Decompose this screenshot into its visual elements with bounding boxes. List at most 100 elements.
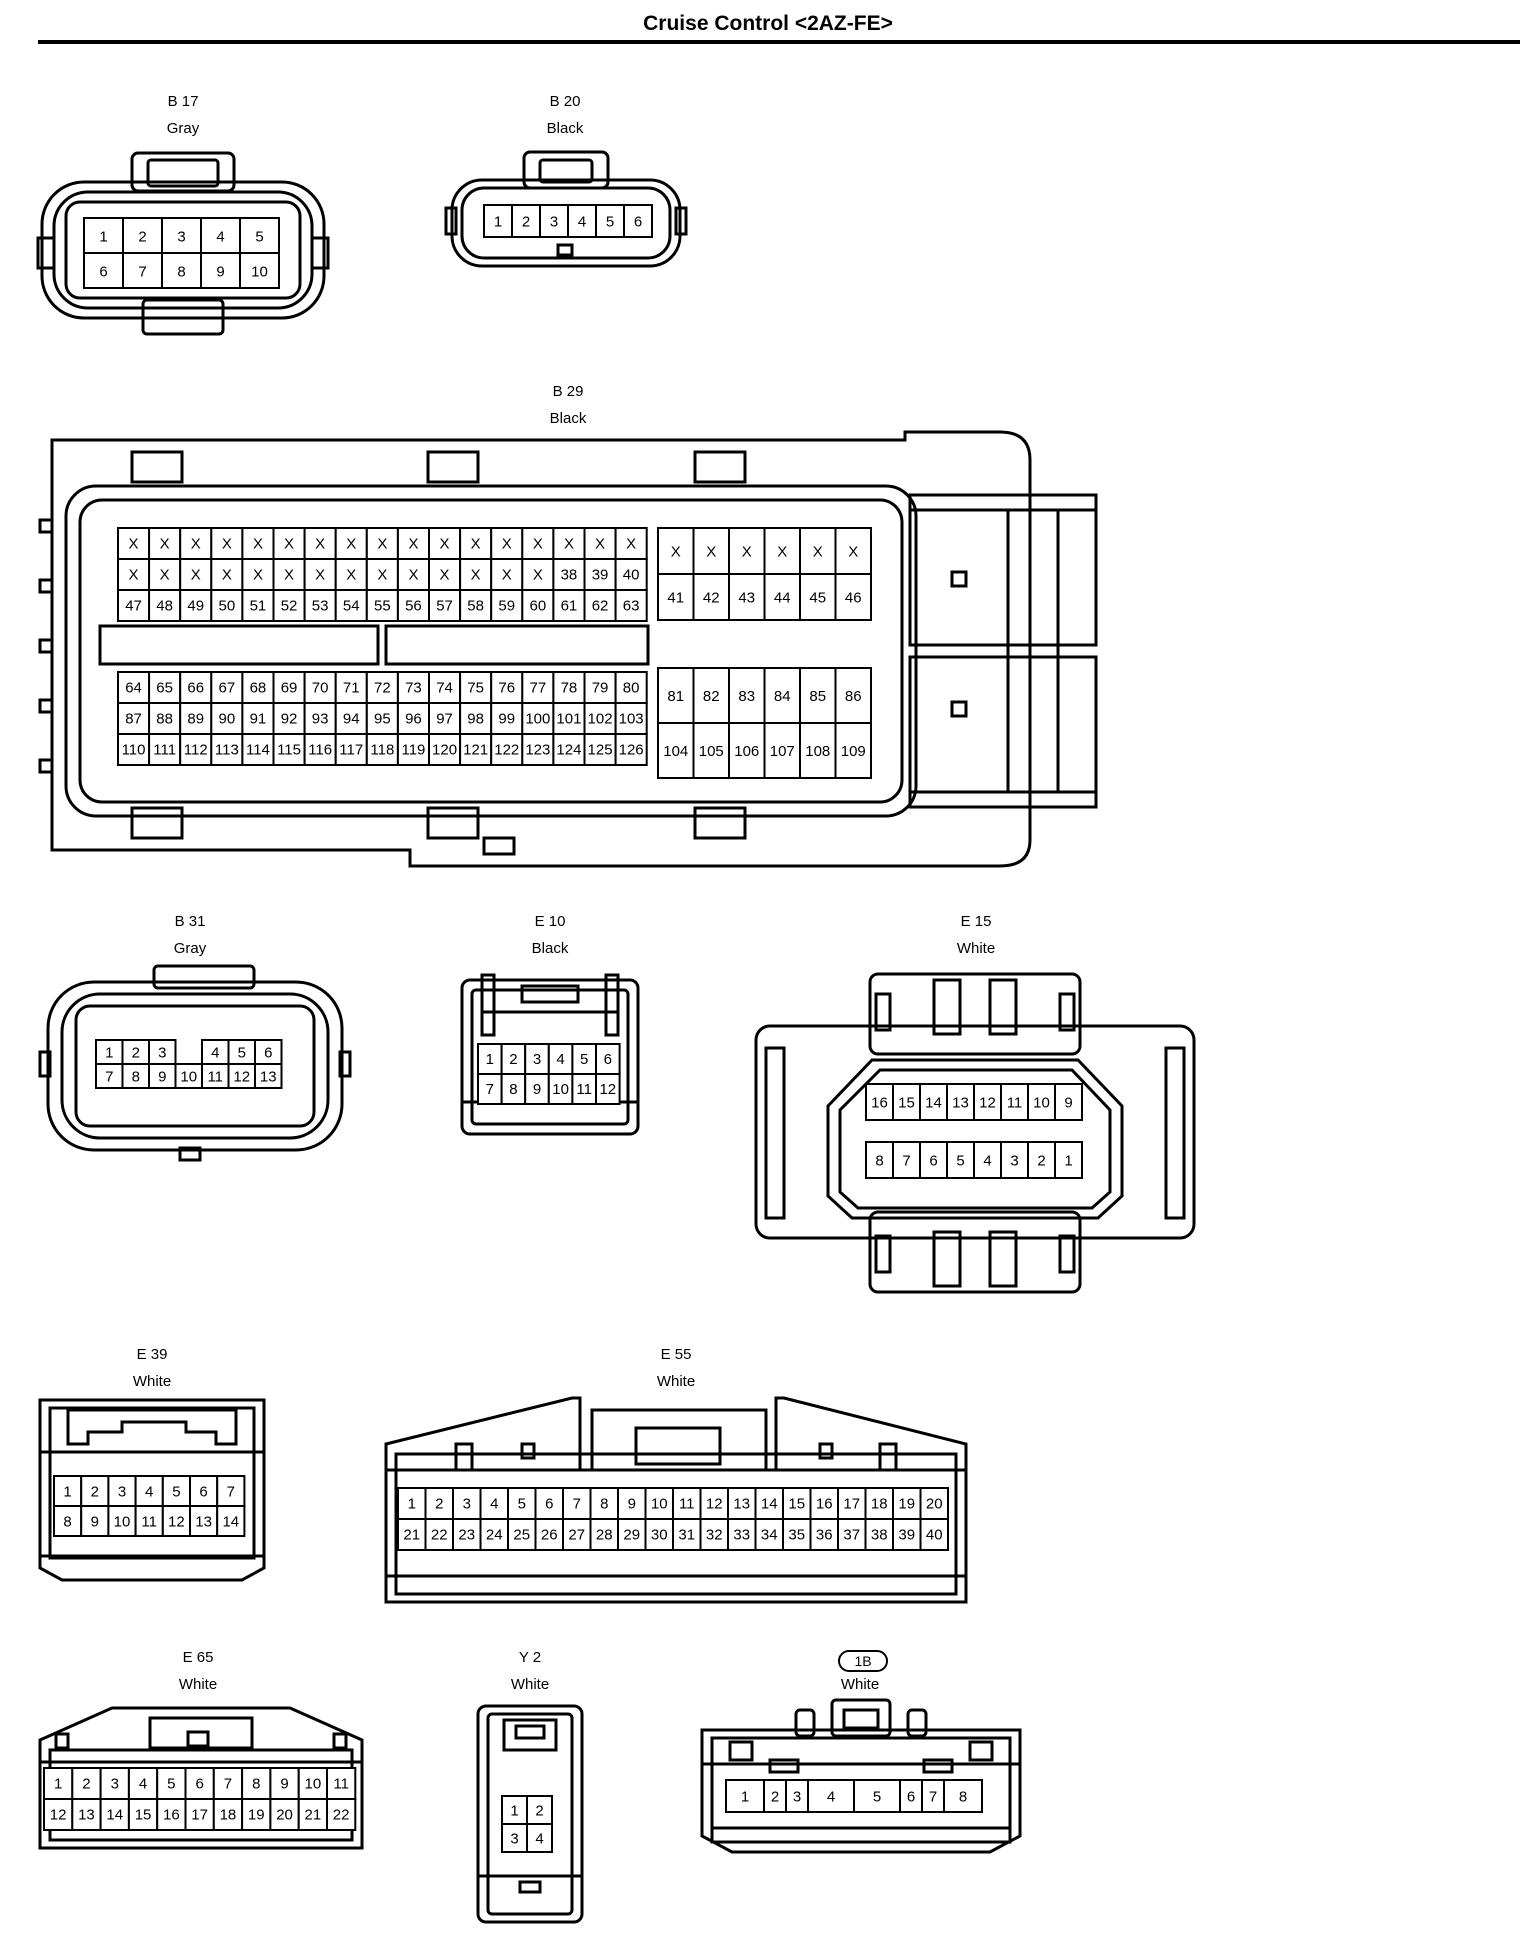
- pin-number: 4: [139, 1776, 147, 1793]
- pin-number: X: [440, 567, 450, 584]
- pin-cell: [479, 1518, 509, 1551]
- pin-number: 6: [604, 1051, 612, 1068]
- pin-cell: [595, 204, 625, 238]
- connector-color: White: [840, 1676, 880, 1693]
- pin-number: 7: [224, 1776, 232, 1793]
- pin-cell: [511, 204, 541, 238]
- pin-cell: [43, 1767, 74, 1800]
- pin-number: 106: [734, 743, 759, 760]
- pin-cell: [303, 527, 337, 560]
- pin-cell: [834, 722, 872, 779]
- pin-number: 13: [952, 1094, 969, 1111]
- pin-number: 7: [573, 1496, 581, 1513]
- pin-number: X: [315, 536, 325, 553]
- pin-cell: [107, 1505, 137, 1537]
- pin-cell: [200, 252, 241, 289]
- pin-cell: [326, 1767, 357, 1800]
- pin-cell: [583, 558, 617, 591]
- pin-cell: [483, 204, 513, 238]
- pin-number: 101: [556, 711, 581, 728]
- pin-cell: [148, 589, 182, 622]
- pin-number: 9: [216, 263, 224, 280]
- pin-number: X: [408, 536, 418, 553]
- pin-number: X: [440, 536, 450, 553]
- pin-number: 76: [498, 680, 515, 697]
- pin-number: 66: [187, 680, 204, 697]
- pin-number: 10: [552, 1081, 569, 1098]
- pin-cell: [459, 558, 493, 591]
- pin-number: 72: [374, 680, 391, 697]
- pin-number: 22: [333, 1807, 350, 1824]
- pin-number: 2: [771, 1788, 779, 1805]
- pin-number: 5: [873, 1788, 881, 1805]
- pin-number: 11: [333, 1776, 349, 1793]
- pin-number: 9: [280, 1776, 288, 1793]
- pin-number: 23: [458, 1527, 475, 1544]
- pin-cell: [1054, 1141, 1083, 1179]
- pin-number: 15: [898, 1094, 915, 1111]
- pin-cell: [428, 589, 462, 622]
- pin-number: 2: [435, 1496, 443, 1513]
- pin-number: X: [408, 567, 418, 584]
- pin-cell: [365, 589, 399, 622]
- pin-cell: [614, 589, 648, 622]
- pin-number: 5: [580, 1051, 588, 1068]
- pin-number: 107: [770, 743, 795, 760]
- pin-number: 4: [211, 1044, 219, 1061]
- connector-color: White: [510, 1676, 550, 1693]
- pin-number: 28: [596, 1527, 613, 1544]
- pin-number: 6: [929, 1152, 937, 1169]
- pin-number: 10: [180, 1068, 197, 1085]
- connector-id: B 20: [549, 93, 581, 110]
- pin-number: 1: [494, 213, 502, 230]
- pin-number: 8: [132, 1068, 140, 1085]
- pin-number: 52: [281, 598, 298, 615]
- pin-number: 65: [156, 680, 173, 697]
- pin-number: 114: [246, 742, 270, 759]
- pin-cell: [1054, 1083, 1083, 1121]
- connector-color: Gray: [166, 120, 200, 137]
- pin-number: 126: [619, 742, 644, 759]
- pin-number: 100: [525, 711, 550, 728]
- pin-number: 56: [405, 598, 422, 615]
- pin-number: X: [253, 567, 263, 584]
- pin-number: 62: [592, 598, 609, 615]
- pin-number: 70: [312, 680, 329, 697]
- pin-number: 8: [600, 1496, 608, 1513]
- pin-cell: [1027, 1083, 1056, 1121]
- pin-number: X: [533, 567, 543, 584]
- pin-number: 42: [703, 589, 720, 606]
- pin-number: X: [848, 543, 858, 560]
- pin-number: 55: [374, 598, 391, 615]
- pin-cell: [583, 589, 617, 622]
- pin-number: 122: [494, 742, 519, 759]
- pin-number: 10: [251, 263, 268, 280]
- pin-number: 19: [898, 1496, 915, 1513]
- pin-cell: [490, 702, 524, 735]
- pin-number: X: [471, 567, 481, 584]
- pin-number: 16: [816, 1496, 833, 1513]
- title-rule: [38, 40, 1520, 44]
- pin-number: 2: [509, 1051, 517, 1068]
- pin-cell: [799, 667, 837, 724]
- pin-number: 1: [63, 1483, 71, 1500]
- pin-cell: [728, 667, 766, 724]
- pin-number: 8: [959, 1788, 967, 1805]
- pin-number: 39: [592, 567, 609, 584]
- connector-id: B 17: [167, 93, 199, 110]
- pin-number: 54: [343, 598, 360, 615]
- pin-number: 69: [281, 680, 298, 697]
- pin-cell: [428, 671, 462, 704]
- pin-number: 20: [926, 1496, 943, 1513]
- pin-cell: [272, 527, 306, 560]
- pin-cell: [326, 1798, 357, 1831]
- pin-number: 13: [733, 1496, 750, 1513]
- pin-number: 14: [222, 1513, 239, 1530]
- pin-number: 15: [135, 1807, 152, 1824]
- pin-number: 115: [277, 742, 301, 759]
- pin-number: 4: [578, 213, 586, 230]
- pin-cell: [216, 1505, 246, 1537]
- pin-number: 21: [305, 1807, 322, 1824]
